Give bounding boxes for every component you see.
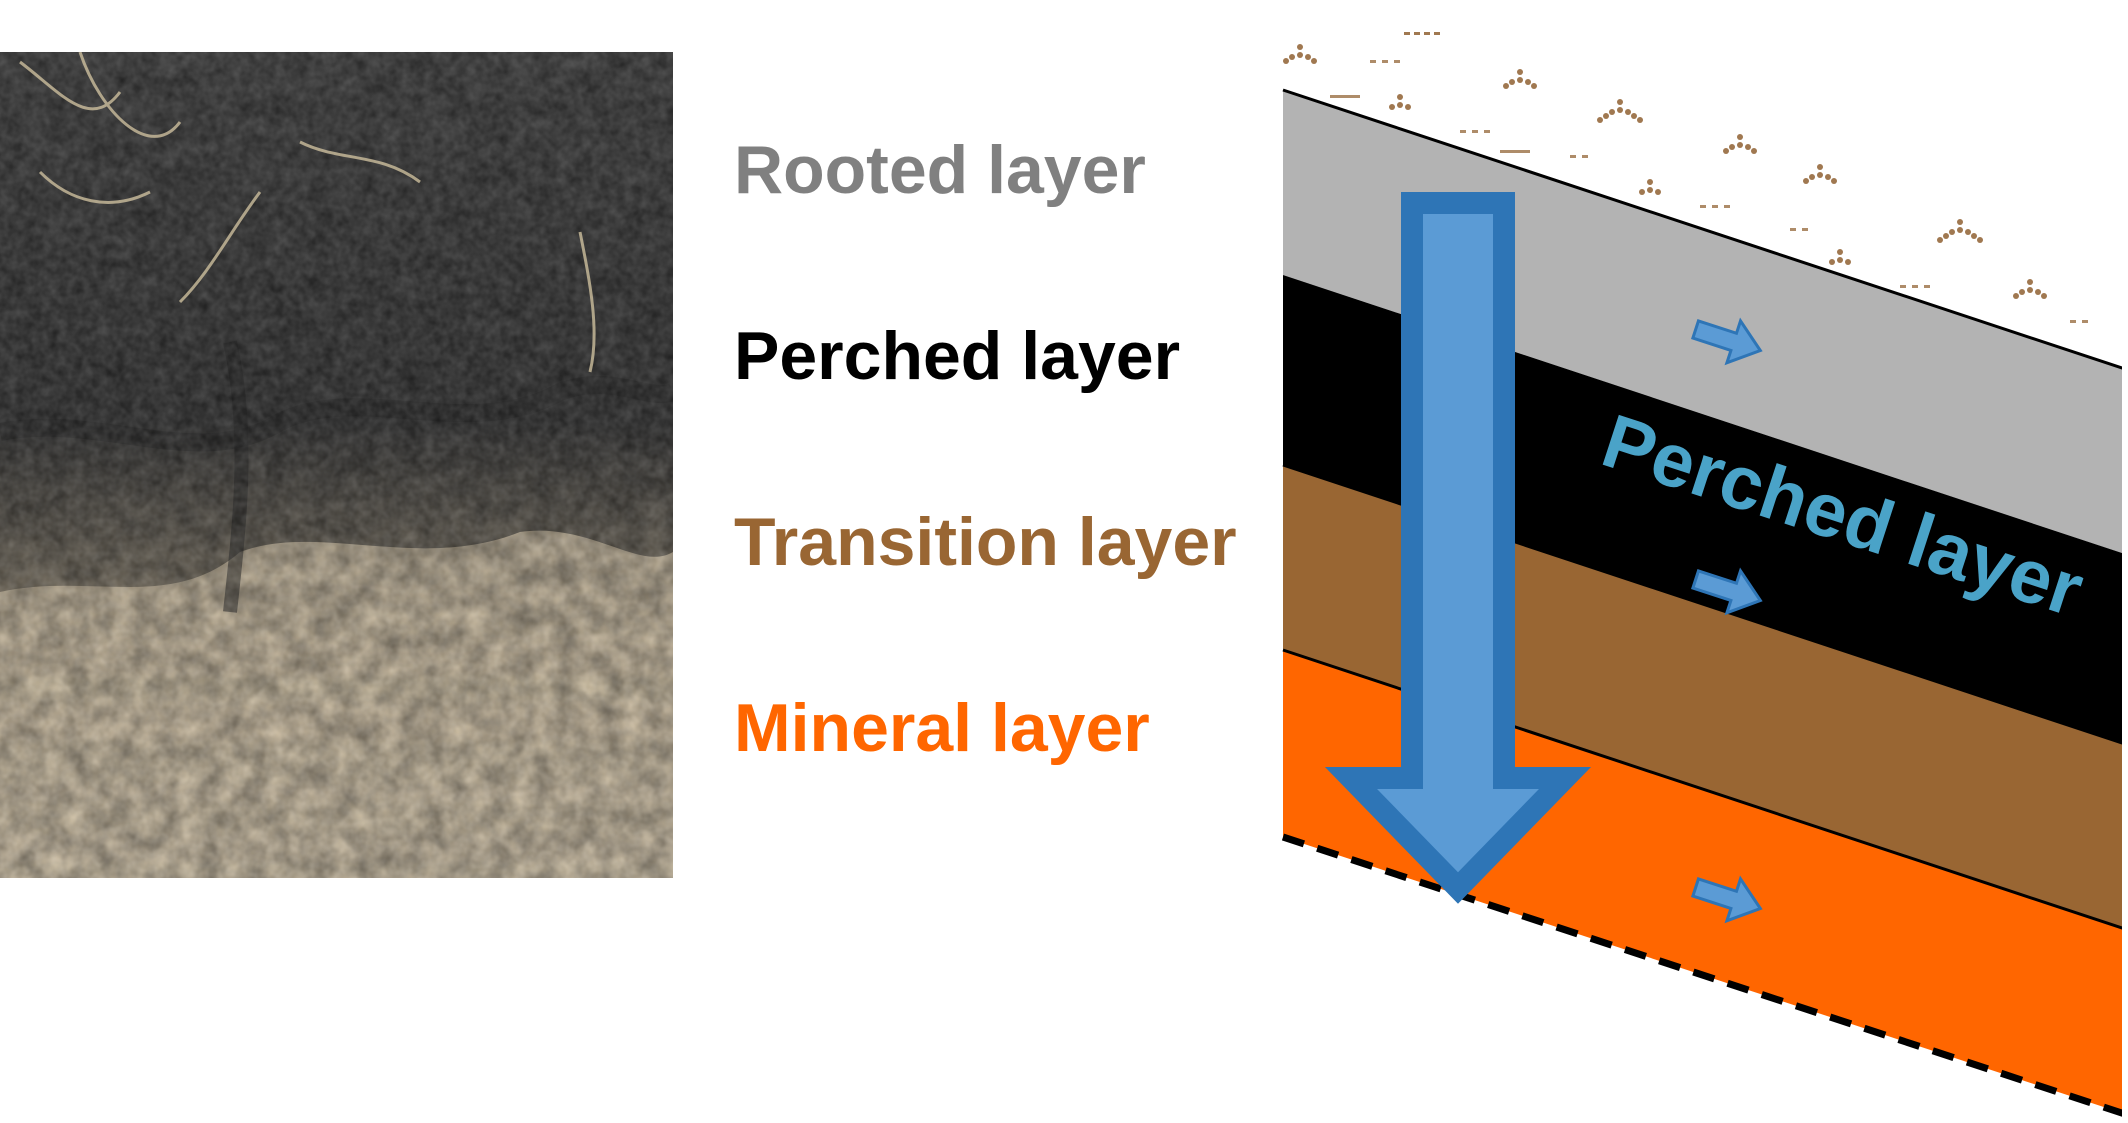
label-mineral-layer: Mineral layer (734, 690, 1150, 766)
surface-vegetation-marks (1283, 32, 2088, 323)
label-rooted-layer: Rooted layer (734, 132, 1146, 208)
label-transition-layer: Transition layer (734, 504, 1237, 580)
right-arrow-icon (1690, 875, 1763, 924)
label-perched-layer: Perched layer (734, 318, 1181, 394)
soil-profile-photo (0, 52, 673, 878)
right-edge-strip (2122, 0, 2128, 1123)
right-arrow-icon (1690, 317, 1763, 366)
down-arrow-icon (1324, 192, 1592, 904)
bedrock-boundary-dashed (1281, 833, 2128, 1119)
right-arrow-icon (1690, 567, 1763, 616)
